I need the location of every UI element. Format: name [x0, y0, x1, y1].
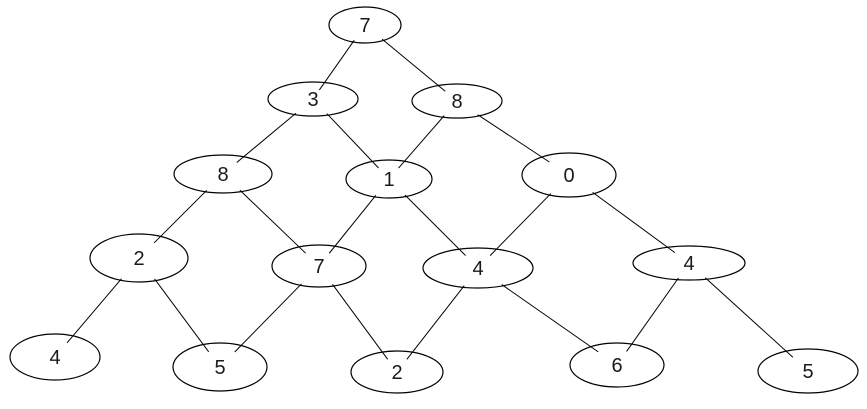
tree-node-ellipse-r5c4 [569, 342, 665, 388]
tree-node-ellipse-r5c5 [757, 348, 859, 394]
tree-node-label-r3c2: 1 [383, 169, 394, 191]
tree-edge-r3c1-r4c1 [153, 189, 208, 244]
tree-edge-r3c3-r4c3 [489, 193, 552, 256]
tree-edge-r2c1-r3c1 [236, 112, 297, 163]
tree-node-label-r4c4: 4 [683, 253, 694, 275]
tree-node-label-r5c1: 4 [49, 347, 60, 369]
tree-node-ellipse-r4c1 [89, 233, 189, 283]
tree-node-ellipse-r1c1 [328, 6, 402, 44]
tree-edge-r4c2-r5c2 [234, 283, 302, 353]
tree-node-label-r5c4: 6 [611, 355, 622, 377]
tree-edge-r1c1-r2c1 [318, 40, 355, 91]
tree-node-ellipse-r2c2 [411, 83, 503, 119]
tree-edge-r1c1-r2c2 [381, 38, 446, 92]
tree-edge-r2c2-r3c2 [398, 115, 445, 169]
tree-node-label-r5c2: 5 [214, 357, 225, 379]
tree-node-ellipse-r5c3 [350, 350, 444, 394]
tree-node-label-r3c1: 8 [217, 164, 228, 186]
tree-node-label-r1c1: 7 [359, 15, 370, 37]
tree-node-ellipse-r3c2 [345, 159, 433, 199]
tree-node-label-r4c1: 2 [133, 248, 144, 270]
tree-node-ellipse-r3c3 [521, 152, 617, 198]
tree-node-ellipse-r5c1 [9, 333, 101, 381]
tree-edge-r4c4-r5c4 [626, 277, 679, 352]
tree-node-ellipse-r4c3 [422, 247, 534, 289]
tree-node-ellipse-r5c2 [172, 342, 268, 392]
tree-node-label-r3c3: 0 [563, 165, 574, 187]
tree-node-ellipse-r2c1 [267, 81, 359, 117]
tree-node-label-r5c5: 5 [802, 361, 813, 383]
tree-node-label-r5c3: 2 [391, 362, 402, 384]
tree-edge-r2c2-r3c3 [477, 114, 550, 163]
tree-node-ellipse-r3c1 [173, 154, 273, 194]
tree-node-label-r4c3: 4 [472, 258, 483, 280]
tree-edge-r3c1-r4c2 [239, 189, 306, 254]
tree-node-label-r4c2: 7 [313, 256, 324, 278]
tree-node-label-r2c1: 3 [307, 89, 318, 111]
tree-edge-r4c4-r5c5 [704, 277, 794, 358]
tree-edge-r4c3-r5c3 [406, 285, 465, 360]
tree-edge-r4c3-r5c4 [501, 284, 599, 353]
tree-edge-r4c1-r5c1 [66, 278, 122, 344]
tree-node-ellipse-r4c2 [271, 244, 367, 288]
tree-edge-r2c1-r3c2 [326, 113, 379, 169]
tree-edge-r3c3-r4c4 [592, 191, 676, 254]
tree-edge-r4c2-r5c3 [332, 284, 389, 360]
tree-edge-r4c1-r5c2 [154, 278, 210, 353]
tree-node-ellipse-r4c4 [632, 245, 746, 281]
tree-edge-r3c2-r4c2 [328, 195, 377, 254]
tree-edge-r3c2-r4c3 [404, 194, 466, 256]
tree-node-label-r2c2: 8 [451, 91, 462, 113]
